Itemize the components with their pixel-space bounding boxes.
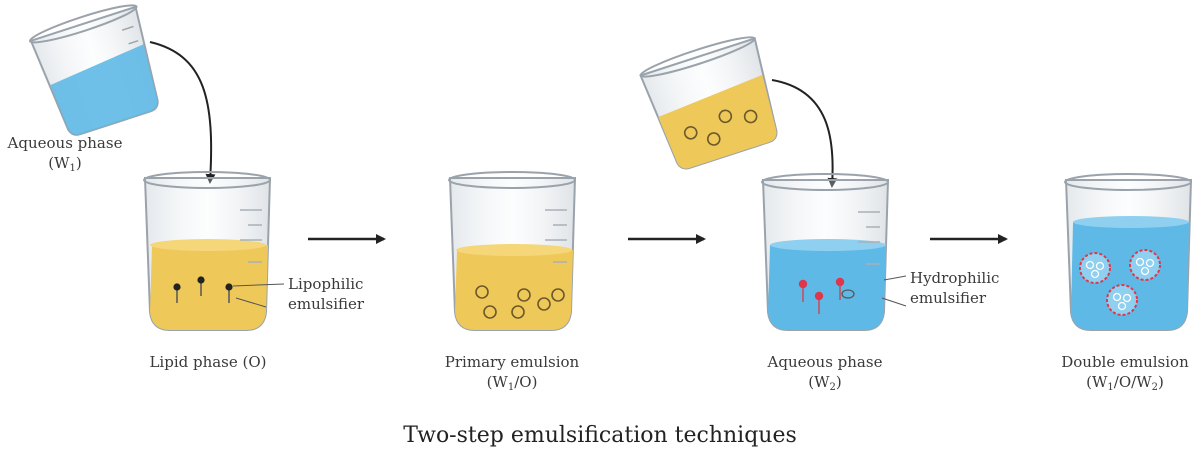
beaker-aqueous-phase [761,173,890,331]
label-primary-emulsion: Primary emulsion (W1/O) [444,353,580,393]
emulsifier-molecule-icon [173,276,233,303]
label-aqueous-w2: Aqueous phase (W2) [767,353,883,393]
beaker-double-emulsion [1064,173,1193,331]
label-lipophilic-emulsifier: Lipophilic emulsifier [288,275,365,313]
emulsifier-molecule-icon [798,277,845,314]
droplet-icon [1079,249,1161,316]
beaker-lipid-phase [143,171,272,331]
pour-line-1 [149,41,216,184]
pouring-beaker-icon [639,36,778,170]
label-hydrophilic-emulsifier: Hydrophilic emulsifier [910,269,1000,307]
pour-line-2 [771,79,838,188]
label-aqueous-w1: Aqueous phase (W1) [7,134,123,174]
beaker-primary-emulsion [448,171,577,331]
droplet-icon [475,285,565,319]
label-double-emulsion: Double emulsion (W1/O/W2) [1061,353,1189,393]
pouring-beaker-icon [28,4,159,136]
label-lipid-phase: Lipid phase (O) [149,353,267,371]
diagram-title: Two-step emulsification techniques [403,423,797,448]
